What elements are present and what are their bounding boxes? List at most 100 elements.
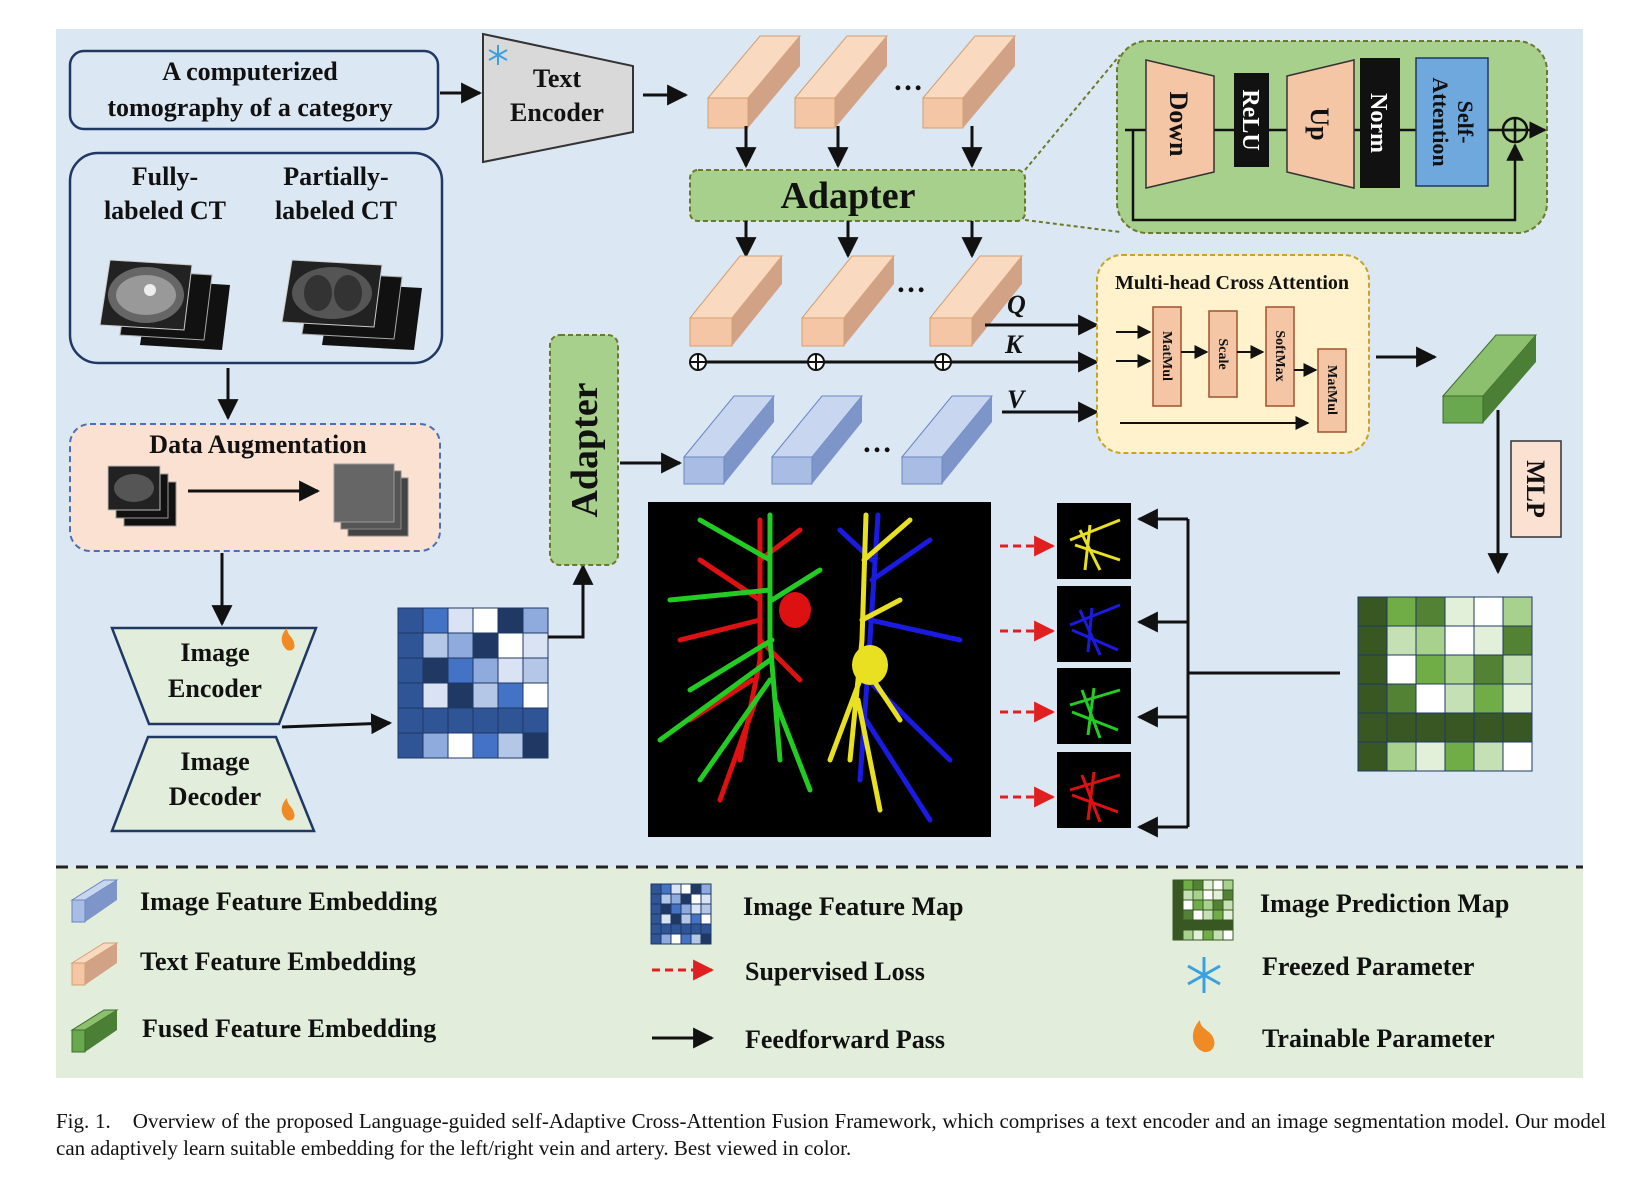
flame-icon (281, 798, 295, 821)
legend-supervised-loss: Supervised Loss (745, 957, 925, 986)
legend-image-prediction-map: Image Prediction Map (1260, 889, 1509, 918)
grid-cell (1192, 909, 1204, 921)
legend-text-embed-icon (70, 942, 119, 986)
grid-cell (1502, 741, 1533, 772)
grid-cell (1444, 654, 1475, 685)
grid-cell (1172, 899, 1184, 911)
image-feature-map (397, 607, 549, 759)
grid-cell (1212, 909, 1224, 921)
grid-cell (1386, 654, 1417, 685)
grid-cell (680, 893, 692, 905)
grid-cell (1473, 683, 1504, 714)
mlp-label: MLP (1521, 460, 1550, 518)
grid-cell (680, 903, 692, 915)
grid-cell (397, 732, 424, 759)
text-embedding-3 (921, 35, 1017, 129)
grid-cell (680, 883, 692, 895)
fused-embedding (1441, 334, 1538, 424)
plus-circle-icon (1501, 116, 1529, 144)
grid-cell (1222, 909, 1234, 921)
image-encoder-line-2: Encoder (168, 674, 262, 703)
ellipsis-mid: … (896, 266, 926, 299)
grid-cell (690, 883, 702, 895)
grid-cell (680, 933, 692, 945)
legend-fused-embed-icon (70, 1009, 119, 1053)
ct-box: Fully- labeled CT Partially- labeled CT (68, 151, 444, 365)
data-augmentation-box: Data Augmentation (69, 423, 441, 552)
legend-image-feature-embedding: Image Feature Embedding (140, 887, 437, 916)
grid-cell (497, 632, 524, 659)
grid-cell (1182, 879, 1194, 891)
grid-cell (1202, 879, 1214, 891)
grid-cell (690, 893, 702, 905)
grid-cell (1502, 683, 1533, 714)
grid-cell (522, 707, 549, 734)
legend-feature-map-icon (650, 883, 712, 945)
grid-cell (1202, 899, 1214, 911)
grid-cell (447, 732, 474, 759)
grid-cell (690, 913, 702, 925)
segmentation-result-image (648, 502, 991, 837)
norm-label: Norm (1365, 93, 1391, 153)
ellipsis-image: … (862, 426, 892, 459)
grid-cell (670, 883, 682, 895)
grid-cell (1502, 596, 1533, 627)
grid-cell (422, 732, 449, 759)
grid-cell (472, 707, 499, 734)
grid-cell (670, 903, 682, 915)
grid-cell (1182, 889, 1194, 901)
data-augmentation-label: Data Augmentation (149, 430, 367, 459)
image-encoder-line-1: Image (180, 638, 249, 667)
loss-map-red (1057, 752, 1131, 828)
grid-cell (397, 657, 424, 684)
grid-cell (1202, 889, 1214, 901)
snowflake-icon (1187, 957, 1221, 993)
adapted-text-embedding-3 (928, 255, 1024, 347)
image-encoder: Image Encoder (110, 626, 318, 726)
cross-attention-block: Multi-head Cross Attention MatMul Scale … (1096, 254, 1370, 454)
grid-cell (690, 903, 702, 915)
fully-labeled-line-1: Fully- (132, 162, 198, 191)
grid-cell (670, 893, 682, 905)
k-label: K (1004, 330, 1024, 359)
grid-cell (1202, 929, 1214, 941)
q-label: Q (1007, 290, 1026, 319)
grid-cell (422, 657, 449, 684)
grid-cell (1444, 741, 1475, 772)
grid-cell (1222, 889, 1234, 901)
cross-attention-title: Multi-head Cross Attention (1115, 272, 1349, 294)
grid-cell (1357, 654, 1388, 685)
figure-caption: Fig. 1.Overview of the proposed Language… (56, 1108, 1606, 1162)
grid-cell (522, 607, 549, 634)
grid-cell (522, 682, 549, 709)
legend: Image Feature Embedding Text Feature Emb… (70, 879, 1509, 1054)
grid-cell (1357, 741, 1388, 772)
fully-labeled-ct-image (99, 259, 230, 350)
partially-labeled-ct-image (281, 259, 422, 350)
grid-cell (1192, 899, 1204, 911)
grid-cell (1212, 899, 1224, 911)
grid-cell (497, 707, 524, 734)
image-embedding-3 (900, 395, 994, 485)
grid-cell (397, 707, 424, 734)
up-label: Up (1305, 107, 1334, 140)
legend-fused-feature-embedding: Fused Feature Embedding (142, 1014, 436, 1043)
grid-cell (650, 923, 662, 935)
grid-cell (522, 732, 549, 759)
grid-cell (422, 682, 449, 709)
grid-cell (660, 933, 672, 945)
grid-cell (1172, 909, 1184, 921)
text-embedding-row-adapted: … (688, 255, 1024, 347)
grid-cell (1444, 596, 1475, 627)
image-embedding-row: … (682, 395, 994, 485)
grid-cell (650, 933, 662, 945)
legend-image-feature-map: Image Feature Map (743, 892, 963, 921)
self-attention-block: Self- Attention (1415, 57, 1489, 187)
down-block: Down (1145, 59, 1215, 189)
grid-cell (1182, 919, 1194, 931)
grid-cell (1222, 899, 1234, 911)
grid-cell (1192, 919, 1204, 931)
image-prediction-map (1357, 596, 1533, 772)
loss-map-green (1057, 668, 1131, 744)
grid-cell (472, 732, 499, 759)
